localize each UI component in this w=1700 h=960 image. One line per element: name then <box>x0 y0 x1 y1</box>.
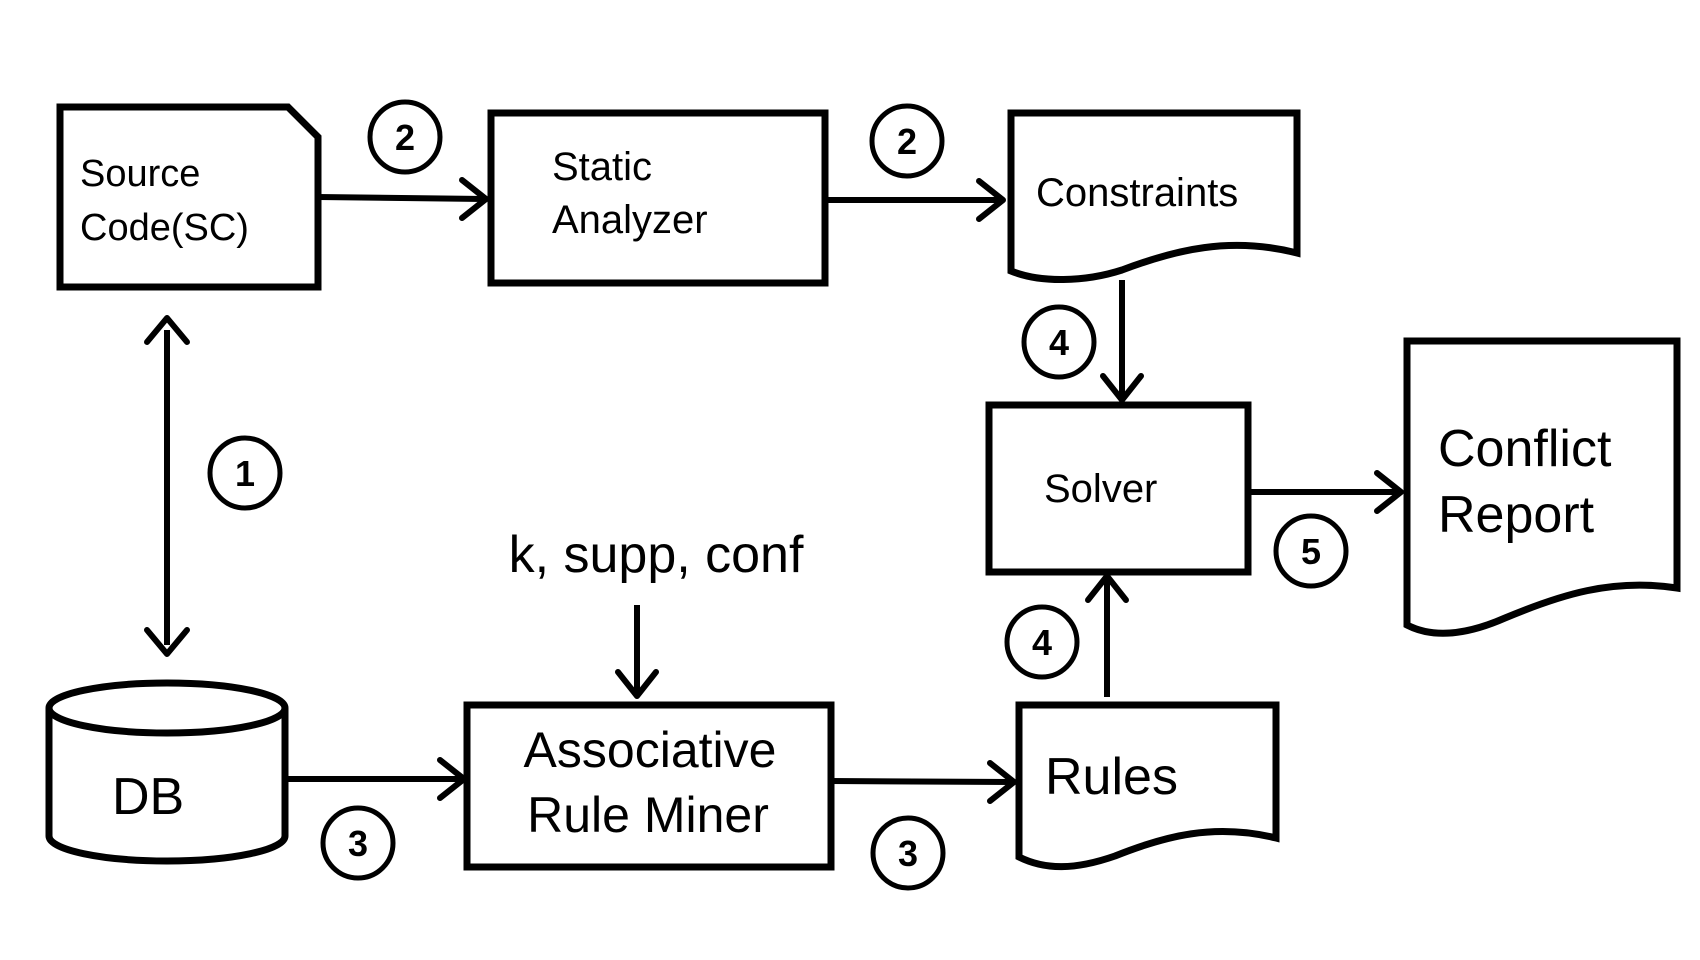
db-node: DB <box>45 679 289 865</box>
source-code-node: Source Code(SC) <box>56 103 322 291</box>
step-badge-3-miner: 3 <box>870 815 946 891</box>
svg-text:4: 4 <box>1049 322 1069 363</box>
connector-analyzer-constraints <box>827 178 1006 222</box>
step-badge-4-constraints: 4 <box>1021 304 1097 380</box>
svg-text:1: 1 <box>235 453 255 494</box>
step-badge-5: 5 <box>1273 513 1349 589</box>
connector-miner-rules <box>830 760 1017 804</box>
svg-text:3: 3 <box>898 833 918 874</box>
rule-miner-node: Associative Rule Miner <box>463 701 835 871</box>
static-analyzer-label-line1: Static <box>552 145 652 189</box>
rules-label: Rules <box>1045 748 1178 806</box>
step-badge-2-analyzer: 2 <box>869 103 945 179</box>
parameters-label: k, supp, conf <box>509 526 804 584</box>
static-analyzer-node: Static Analyzer <box>487 109 829 287</box>
conflict-report-node: Conflict Report <box>1403 337 1681 637</box>
rule-miner-label-line1: Associative <box>524 722 777 778</box>
connector-constraints-solver <box>1100 280 1144 403</box>
connector-solver-report <box>1247 470 1404 514</box>
connector-params-miner <box>615 605 659 699</box>
solver-node: Solver <box>985 401 1252 576</box>
step-badge-4-rules: 4 <box>1004 604 1080 680</box>
svg-text:4: 4 <box>1032 622 1052 663</box>
svg-text:5: 5 <box>1301 531 1321 572</box>
connector-sc-db <box>144 315 190 657</box>
connector-db-miner <box>282 757 467 801</box>
rules-node: Rules <box>1015 701 1280 871</box>
solver-label: Solver <box>1044 467 1157 511</box>
constraints-node: Constraints <box>1007 109 1301 283</box>
svg-text:2: 2 <box>395 117 415 158</box>
constraints-label: Constraints <box>1036 171 1238 215</box>
svg-text:2: 2 <box>897 121 917 162</box>
connector-rules-solver <box>1085 573 1129 697</box>
rule-miner-label-line2: Rule Miner <box>527 787 769 843</box>
conflict-report-label-line1: Conflict <box>1438 420 1612 478</box>
conflict-report-label-line2: Report <box>1438 486 1595 544</box>
source-code-label-line1: Source <box>80 153 200 195</box>
step-badge-3-db: 3 <box>320 805 396 881</box>
step-badge-1: 1 <box>207 435 283 511</box>
db-label: DB <box>112 768 184 826</box>
source-code-label-line2: Code(SC) <box>80 207 249 249</box>
step-badge-2-source: 2 <box>367 99 443 175</box>
svg-text:3: 3 <box>348 823 368 864</box>
connector-sc-analyzer <box>317 177 489 221</box>
static-analyzer-label-line2: Analyzer <box>552 198 708 242</box>
